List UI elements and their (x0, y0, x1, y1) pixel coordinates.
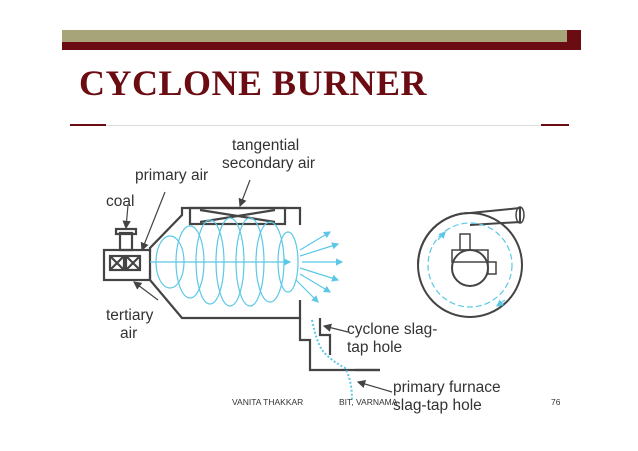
title-rule-thin (106, 125, 541, 126)
label-secondary-air: secondary air (222, 155, 315, 172)
slide-title: CYCLONE BURNER (79, 63, 428, 103)
label-tertiary: tertiary (106, 307, 154, 324)
cyclone-cross-section (417, 206, 525, 318)
title-decoration-bar (62, 30, 581, 50)
footer-author: VANITA THAKKAR (232, 397, 304, 407)
label-primary-furnace: primary furnace (393, 379, 501, 396)
label-pointers (122, 179, 393, 393)
burner-body (102, 206, 380, 372)
label-primary-air: primary air (135, 167, 208, 184)
footer-page-number: 76 (551, 397, 561, 407)
bar-end-square (567, 30, 581, 50)
label-coal: coal (106, 193, 134, 210)
title-rule-left (70, 124, 106, 126)
label-air: air (120, 325, 137, 342)
footer-institute: BIT, VARNAMA (339, 397, 398, 407)
title-rule-right (541, 124, 569, 126)
air-swirl-flow (150, 217, 353, 401)
label-tangential: tangential (232, 137, 299, 154)
label-tap-hole: tap hole (347, 339, 402, 356)
label-slag-tap-hole: slag-tap hole (393, 397, 482, 414)
label-cyclone-slag: cyclone slag- (347, 321, 437, 338)
bar-maroon (62, 42, 581, 50)
